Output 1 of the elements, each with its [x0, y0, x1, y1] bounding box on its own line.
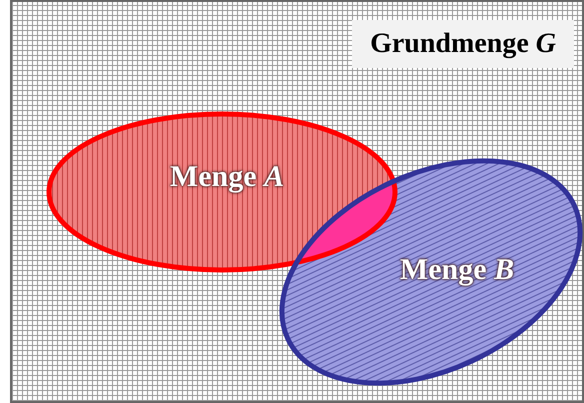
- set-label: Grundmenge G: [352, 20, 574, 68]
